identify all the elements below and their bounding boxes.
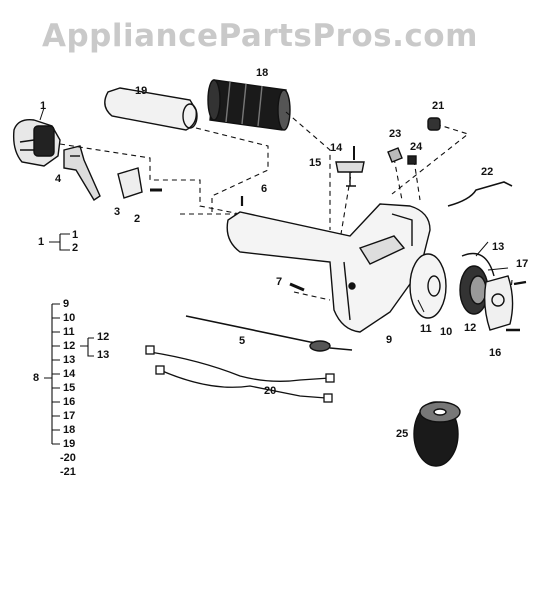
assembly-8-item-21: -21 bbox=[60, 466, 76, 478]
part-19-grip bbox=[104, 87, 198, 131]
housing bbox=[226, 203, 431, 333]
callout-24: 24 bbox=[410, 141, 423, 153]
callout-14: 14 bbox=[330, 142, 343, 154]
callout-23: 23 bbox=[389, 128, 402, 140]
callout-3: 3 bbox=[114, 206, 121, 218]
callout-21: 21 bbox=[432, 100, 445, 112]
watermark: AppliancePartsPros.com bbox=[42, 18, 478, 54]
callout-17: 17 bbox=[516, 258, 529, 270]
part-25-spool bbox=[413, 401, 461, 467]
part-5-rod bbox=[185, 315, 353, 352]
assembly-8-item-10: 10 bbox=[63, 312, 76, 324]
callout-22: 22 bbox=[481, 166, 494, 178]
assembly-8-item-9: 9 bbox=[63, 298, 70, 310]
callout-25: 25 bbox=[396, 428, 409, 440]
assembly-8-parent: 8 bbox=[33, 372, 40, 384]
callout-7: 7 bbox=[276, 276, 283, 288]
callout-19: 19 bbox=[135, 85, 148, 97]
assembly-1-child-b: 2 bbox=[72, 242, 79, 254]
assembly-8-item-16: 16 bbox=[63, 396, 76, 408]
part-21-knob bbox=[427, 117, 441, 131]
part-16-plate bbox=[483, 275, 514, 331]
callout-2: 2 bbox=[134, 213, 141, 225]
callout-16: 16 bbox=[489, 347, 502, 359]
assembly-8-item-19: 19 bbox=[63, 438, 76, 450]
part-12-motor bbox=[459, 252, 495, 315]
callout-11: 11 bbox=[420, 323, 432, 335]
callout-9: 9 bbox=[386, 334, 393, 346]
part-23-24 bbox=[387, 147, 417, 165]
assembly-8-subgroup-13: 13 bbox=[97, 349, 110, 361]
assembly-8-item-11: 11 bbox=[63, 326, 75, 338]
part-4-switch bbox=[63, 145, 101, 201]
part-15-switch bbox=[335, 146, 365, 187]
callout-18: 18 bbox=[256, 67, 269, 79]
assembly-1-parent: 1 bbox=[38, 236, 45, 248]
assembly-1-child-a: 1 bbox=[72, 229, 79, 241]
callout-10: 10 bbox=[440, 326, 453, 338]
assembly-8-item-14: 14 bbox=[63, 368, 76, 380]
assembly-8-subgroup-12: 12 bbox=[97, 331, 110, 343]
assembly-8-item-18: 18 bbox=[63, 424, 76, 436]
part-11-disc bbox=[409, 253, 447, 319]
callout-20: 20 bbox=[264, 385, 277, 397]
part-18-filter bbox=[207, 79, 291, 131]
assembly-8-item-17: 17 bbox=[63, 410, 76, 422]
part-1-connector bbox=[12, 119, 61, 167]
callout-13: 13 bbox=[492, 241, 505, 253]
callout-5: 5 bbox=[239, 335, 246, 347]
assembly-8-item-13: 13 bbox=[63, 354, 76, 366]
part-22-cord bbox=[447, 181, 513, 207]
callout-6: 6 bbox=[261, 183, 268, 195]
callout-4: 4 bbox=[55, 173, 62, 185]
assembly-8-item-15: 15 bbox=[63, 382, 76, 394]
assembly-8-item-12: 12 bbox=[63, 340, 76, 352]
part-20-wiring bbox=[145, 345, 335, 403]
callout-12: 12 bbox=[464, 322, 477, 334]
part-3-bracket bbox=[117, 167, 162, 199]
callout-15: 15 bbox=[309, 157, 322, 169]
assembly-8-item-20: -20 bbox=[60, 452, 76, 464]
callout-1: 1 bbox=[40, 100, 47, 112]
